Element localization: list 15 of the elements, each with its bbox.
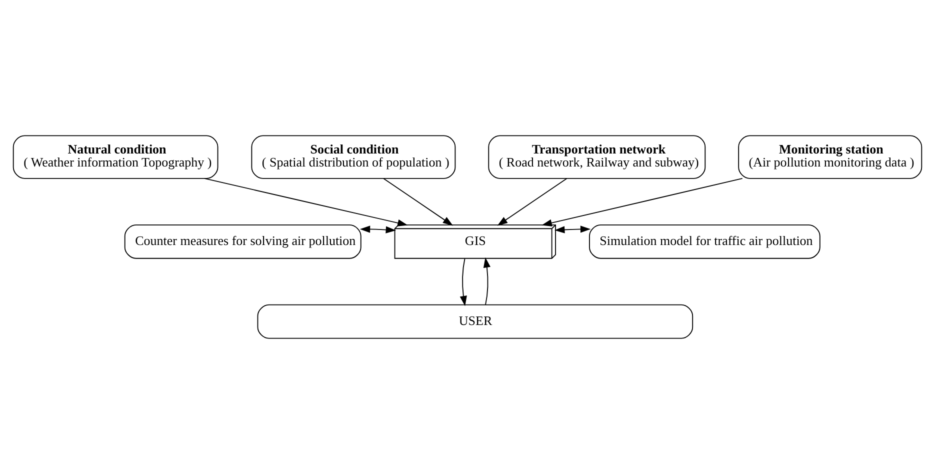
arrow (483, 257, 490, 306)
node-box: Natural condition ( Weather information Topography ) (12, 135, 218, 179)
arrow (460, 258, 467, 306)
node-box: Counter measures for solving air pollution (124, 224, 362, 259)
arrow (542, 178, 743, 226)
arrow (360, 226, 396, 234)
arrow (383, 178, 454, 226)
node-box: Simulation model for traffic air pollution (589, 224, 820, 259)
node-box: Social condition ( Spatial distribution of population ) (251, 135, 456, 179)
arrow (497, 178, 568, 226)
node-box: USER (257, 304, 694, 339)
node-box: Monitoring station (Air pollution monitoring data ) (738, 135, 922, 179)
arrow (204, 178, 408, 226)
node-box: Transportation network ( Road network, Railway and subway) (488, 135, 706, 179)
arrow (554, 226, 591, 234)
